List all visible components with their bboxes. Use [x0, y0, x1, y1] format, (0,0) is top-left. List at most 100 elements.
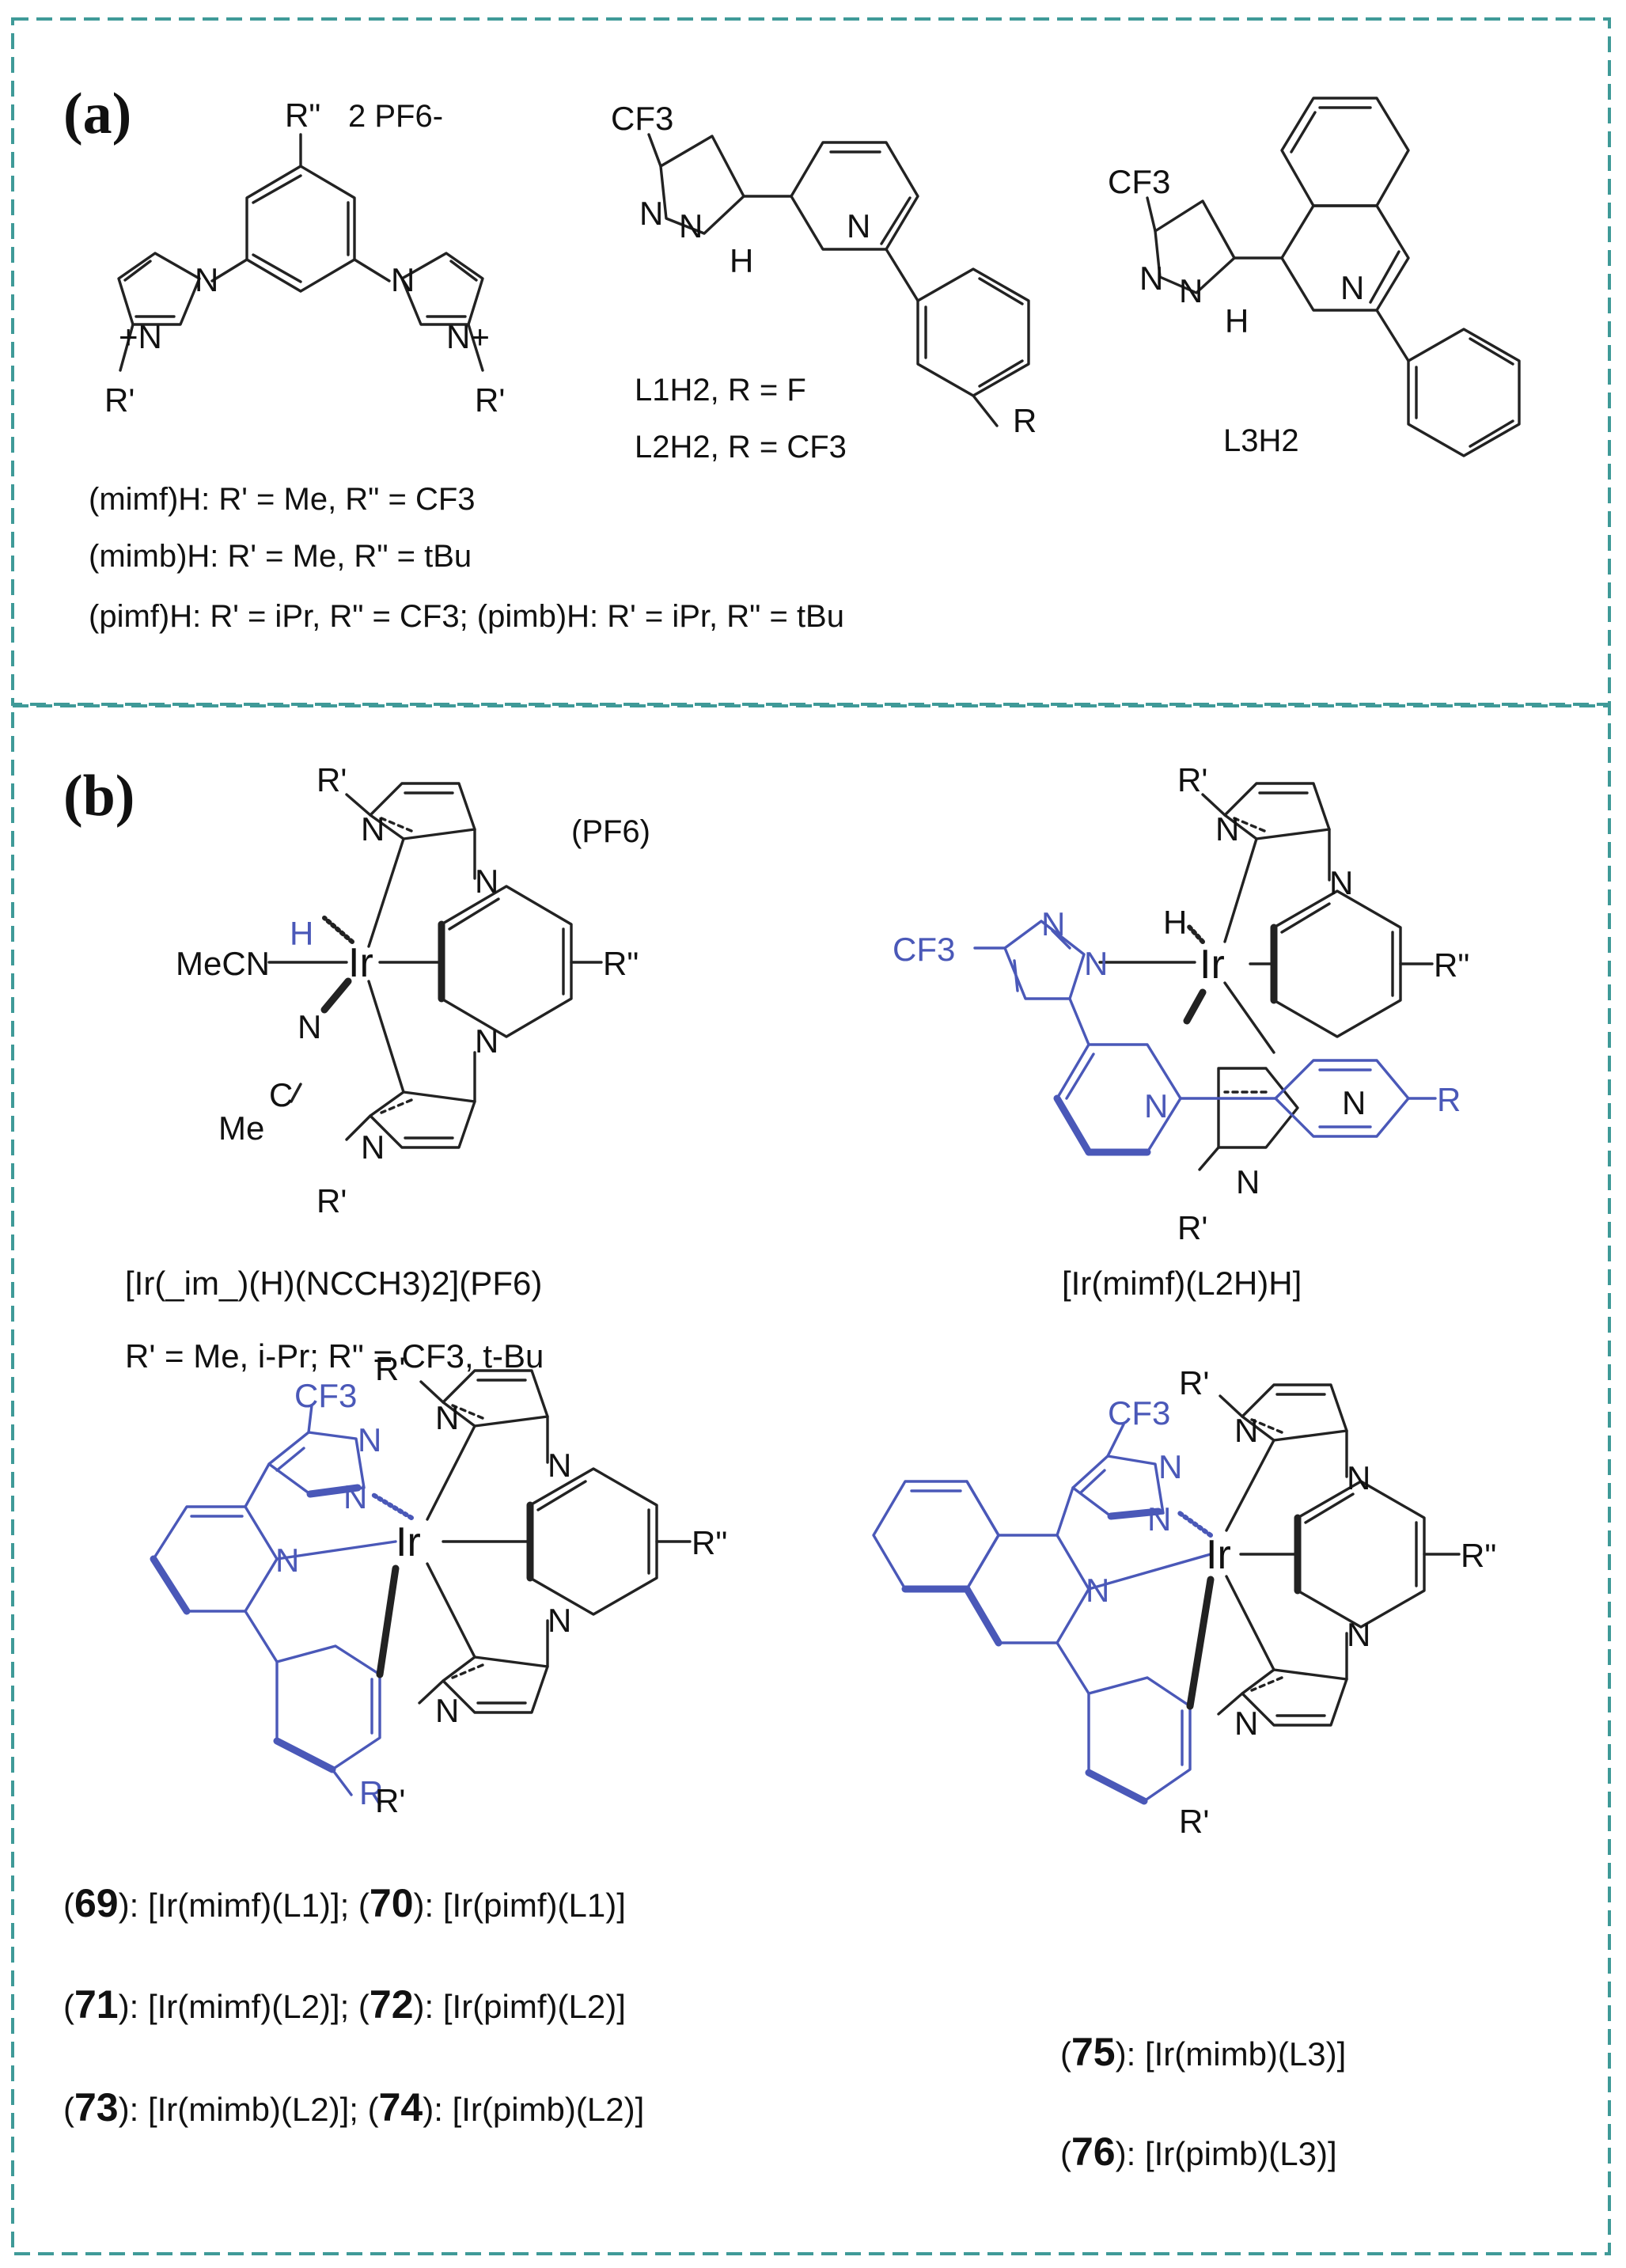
n-label: N — [435, 1692, 459, 1729]
nitrile-n: N — [298, 1008, 321, 1045]
n-label: N — [548, 1447, 571, 1484]
r-substituent: R — [1437, 1081, 1461, 1118]
compound-number: 76 — [1071, 2130, 1116, 2174]
mecn-ligand: MeCN — [176, 945, 270, 982]
r-double-prime: R" — [603, 945, 639, 982]
compound-entry-73-74: (73): [Ir(mimb)(L2)]; (74): [Ir(pimb)(L2… — [63, 2085, 644, 2130]
n-label: N — [195, 261, 218, 298]
compound-formula: [Ir(mimb)(L3)] — [1145, 2035, 1346, 2073]
compound-formula: [Ir(pimf)(L2)] — [443, 1988, 626, 2025]
r-prime-top: R' — [316, 761, 347, 798]
cf3-label: CF3 — [893, 931, 955, 968]
complex-75-76-structure — [872, 1383, 1461, 1805]
compound-number: 70 — [370, 1881, 414, 1925]
pyrazole-n: N — [1147, 1500, 1171, 1538]
n-label: N — [1139, 260, 1163, 297]
n-label: N — [1347, 1616, 1370, 1653]
n-label: N — [361, 1128, 385, 1166]
isoquinoline-n: N — [1086, 1572, 1109, 1609]
r-double-prime: R" — [692, 1524, 727, 1561]
pyrazole-n: N — [1041, 905, 1065, 942]
iridium-label: Ir — [1206, 1532, 1231, 1578]
precursor-complex-structure — [267, 782, 603, 1149]
n-plus-right: N+ — [446, 318, 490, 355]
r-prime-right: R' — [475, 381, 505, 419]
hydride-formula: [Ir(mimf)(L2H)H] — [1062, 1265, 1302, 1302]
pyrazole-n: N — [358, 1421, 381, 1458]
compound-formula: [Ir(mimb)(L2)] — [148, 2091, 349, 2128]
compound-entry-69-70: (69): [Ir(mimf)(L1)]; (70): [Ir(pimf)(L1… — [63, 1881, 626, 1925]
compound-entry-71-72: (71): [Ir(mimf)(L2)]; (72): [Ir(pimf)(L2… — [63, 1982, 626, 2027]
variant-pimf-pimb: (pimf)H: R' = iPr, R" = CF3; (pimb)H: R'… — [89, 599, 844, 634]
r-prime-top: R' — [1179, 1364, 1209, 1401]
r-substituent: R — [359, 1774, 383, 1811]
variant-mimf: (mimf)H: R' = Me, R" = CF3 — [89, 482, 476, 517]
precursor-substituents: R' = Me, i-Pr; R" = CF3, t-Bu — [125, 1337, 544, 1375]
n-label: N — [1215, 810, 1239, 848]
nh-label: N — [1179, 272, 1203, 309]
pyridine-n-label: N — [847, 207, 870, 245]
compound-entry-75: (75): [Ir(mimb)(L3)] — [1060, 2030, 1346, 2074]
n-plus-left: +N — [119, 318, 162, 355]
panel-a-frame — [11, 17, 1611, 706]
compound-list-75-76: (75): [Ir(mimb)(L3)] (76): [Ir(pimb)(L3)… — [1060, 2030, 1346, 2174]
isoquinoline-n-label: N — [1340, 269, 1364, 306]
compound-number: 69 — [74, 1881, 119, 1925]
iridium-label: Ir — [1200, 942, 1225, 988]
r-substituent: R — [1013, 402, 1037, 439]
pyridine-n: N — [1144, 1087, 1168, 1125]
r-prime-top: R' — [1177, 761, 1207, 798]
ligand-l2-label: L2H2, R = CF3 — [635, 430, 847, 465]
counterion-label: 2 PF6- — [348, 99, 443, 134]
r-double-prime-top: R" — [285, 97, 320, 134]
cf3-label: CF3 — [1108, 1394, 1170, 1432]
r-double-prime: R" — [1434, 946, 1469, 984]
n-label: N — [1329, 864, 1353, 901]
n-label: N — [1342, 1084, 1366, 1121]
iridium-label: Ir — [396, 1519, 421, 1565]
n-label: N — [1234, 1705, 1258, 1742]
pyridine-n: N — [275, 1542, 299, 1579]
precursor-formula: [Ir(_im_)(H)(NCCH3)2](PF6) — [125, 1265, 542, 1302]
r-prime-bottom: R' — [1179, 1803, 1209, 1840]
h-label: H — [1225, 302, 1249, 339]
compound-formula: [Ir(mimf)(L1)] — [148, 1887, 340, 1924]
compound-number: 73 — [74, 2085, 119, 2130]
n-label: N — [1236, 1163, 1260, 1200]
r-prime-bottom: R' — [375, 1782, 405, 1819]
compound-formula: [Ir(mimf)(L2)] — [148, 1988, 340, 2025]
n-label: N — [548, 1602, 571, 1639]
n-label: N — [435, 1399, 459, 1436]
cf3-label: CF3 — [294, 1377, 357, 1414]
ligand-l3-label: L3H2 — [1223, 423, 1299, 458]
n-label: N — [475, 1022, 498, 1060]
ligand-l1-l2-structure — [647, 133, 1030, 427]
compound-number: 74 — [379, 2085, 423, 2130]
n-label: N — [391, 261, 415, 298]
pyrazole-n: N — [1158, 1448, 1182, 1485]
r-prime-bottom: R' — [316, 1182, 347, 1219]
ligand-l3-structure — [1146, 97, 1521, 457]
iridium-label: Ir — [348, 940, 373, 986]
n-label: N — [1347, 1459, 1370, 1496]
r-prime-left: R' — [104, 381, 135, 419]
compound-entry-76: (76): [Ir(pimb)(L3)] — [1060, 2130, 1337, 2174]
panel-a-label: (a) — [63, 82, 131, 146]
nitrile-c: C — [269, 1076, 293, 1113]
nh-label: N — [679, 207, 703, 245]
hydride-complex-structure — [973, 782, 1437, 1171]
compound-list-69-74: (69): [Ir(mimf)(L1)]; (70): [Ir(pimf)(L1… — [63, 1881, 644, 2130]
n-label: N — [361, 810, 385, 848]
panel-b-frame — [11, 704, 1611, 2255]
n-label: N — [1234, 1412, 1258, 1449]
pyrazole-n: N — [1084, 945, 1108, 982]
n-label: N — [639, 195, 663, 232]
counterion-pf6: (PF6) — [571, 814, 650, 849]
n-label: N — [475, 863, 498, 900]
compound-number: 75 — [1071, 2030, 1116, 2074]
hydride-label: H — [1163, 904, 1187, 941]
panel-b-label: (b) — [63, 764, 135, 829]
hydride-label: H — [290, 915, 313, 952]
cf3-label: CF3 — [1108, 163, 1170, 200]
